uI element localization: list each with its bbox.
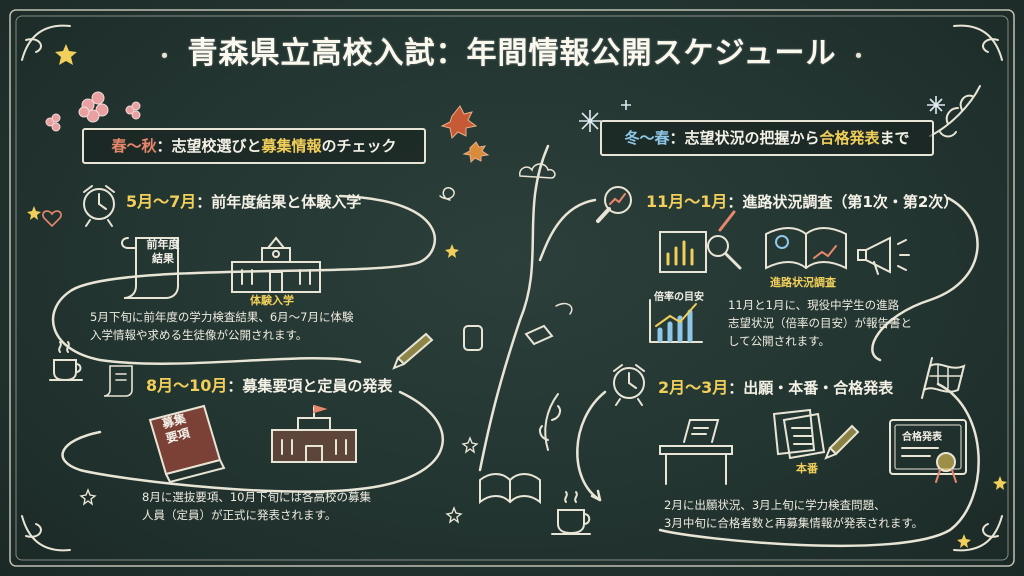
step-title: ：出願・本番・合格発表 — [728, 379, 894, 397]
cherry-blossom-icon — [45, 91, 141, 132]
right-season: 冬～春 — [624, 129, 670, 147]
corner-flourish-icon — [21, 24, 71, 61]
step-description: 8月に選抜要項、10月下旬には各高校の募集 人員（定員）が正式に発表されます。 — [142, 488, 371, 524]
pencil-icon — [392, 332, 434, 370]
heart-icon — [42, 210, 62, 228]
step-description: 2月に出願状況、3月上旬に学力検査問題、 3月中旬に合格者数と再募集情報が発表さ… — [664, 496, 923, 532]
school-building-icon — [231, 236, 321, 293]
left-season: 春～秋 — [111, 137, 157, 155]
central-curve — [478, 144, 550, 472]
snowflake-icon — [579, 96, 945, 132]
step-title: ：募集要項と定員の発表 — [227, 377, 393, 395]
desc-line: 2月に出願状況、3月上旬に学力検査問題、 — [664, 498, 886, 512]
alarm-clock-icon — [613, 364, 645, 406]
ratio-guide-label: 倍率の目安 — [654, 292, 704, 303]
left-heading-suffix: のチェック — [321, 137, 397, 155]
bar-chart-icon — [659, 210, 742, 273]
school-building-icon — [271, 405, 357, 463]
certificate-label: 合格発表 — [902, 432, 942, 443]
eraser-icon — [524, 324, 554, 346]
book-icon — [148, 404, 226, 484]
open-book-icon — [479, 473, 541, 505]
step-period: 2月～3月 — [658, 378, 729, 397]
report-book-icon — [765, 227, 847, 270]
scroll-text-1: 前年度 — [146, 238, 180, 251]
open-school-label: 体験入学 — [250, 294, 294, 307]
desc-line: 11月と1月に、現役中学生の進路 — [728, 298, 900, 312]
step-aug-oct-heading: 8月～10月：募集要項と定員の発表 — [146, 372, 392, 396]
step-period: 8月～10月 — [146, 376, 228, 395]
desc-line: 3月中旬に合格者数と再募集情報が発表されます。 — [664, 516, 924, 530]
step-description: 11月と1月に、現役中学生の進路 志望状況（倍率の目安）が報告書と して公開され… — [728, 296, 912, 350]
test-papers-icon — [772, 408, 826, 460]
scroll-icon — [121, 237, 179, 299]
cloud-icon — [519, 163, 556, 179]
coffee-cup-icon — [551, 491, 591, 535]
megaphone-icon — [857, 236, 910, 275]
corner-flourish-icon — [953, 24, 1003, 61]
timeline-path — [70, 194, 437, 292]
desc-line: して公開されます。 — [728, 334, 831, 348]
left-heading-prefix: ：志望校選びと — [156, 137, 262, 155]
alarm-clock-icon — [83, 185, 115, 227]
scroll-text-2: 結果 — [152, 252, 174, 265]
step-title: ：前年度結果と体験入学 — [196, 193, 362, 211]
coffee-cup-icon — [49, 341, 83, 382]
corner-flourish-icon — [953, 515, 1003, 552]
right-heading-emph: 合格発表 — [819, 129, 880, 147]
right-heading-suffix: まで — [879, 129, 910, 147]
title-dot: ・ — [154, 44, 176, 68]
bar-chart-icon — [649, 299, 703, 343]
desc-line: 5月下旬に前年度の学力検査結果、6月～7月に体験 — [90, 310, 354, 324]
corner-flourish-icon — [21, 515, 71, 552]
twig-icon — [539, 393, 561, 451]
desc-line: 入学情報や求める生徒像が公開されます。 — [90, 328, 308, 342]
maple-leaf-icon — [440, 105, 490, 164]
left-section-heading: 春～秋：志望校選びと募集情報のチェック — [82, 128, 426, 164]
board-border — [9, 9, 1015, 567]
certificate-icon — [889, 419, 967, 483]
magnifier-icon — [596, 186, 632, 223]
pencil-icon — [824, 424, 860, 460]
desc-line: 8月に選抜要項、10月下旬には各高校の募集 — [142, 490, 371, 504]
right-section-heading: 冬～春：志望状況の把握から合格発表まで — [600, 120, 934, 156]
chalk-mug-icon — [463, 325, 483, 351]
page-title: ・青森県立高校入試：年間情報公開スケジュール・ — [0, 28, 1024, 72]
step-description: 5月下旬に前年度の学力検査結果、6月～7月に体験 入学情報や求める生徒像が公開さ… — [90, 308, 353, 344]
star-icon — [27, 44, 1007, 548]
step-may-july-heading: 5月～7月：前年度結果と体験入学 — [126, 188, 361, 212]
star-icon — [79, 436, 479, 524]
step-period: 5月～7月 — [126, 192, 197, 211]
title-dot: ・ — [848, 44, 870, 68]
step-period: 11月～1月 — [646, 192, 728, 211]
step-title: ：進路状況調査（第1次・第2次） — [727, 193, 959, 211]
desc-line: 志望状況（倍率の目安）が報告書と — [728, 316, 912, 330]
left-heading-emph: 募集情報 — [261, 137, 322, 155]
step-nov-jan-heading: 11月～1月：進路状況調査（第1次・第2次） — [646, 188, 958, 212]
right-heading-prefix: ：志望状況の把握から — [669, 129, 820, 147]
survey-label: 進路状況調査 — [770, 276, 836, 289]
step-feb-mar-heading: 2月～3月：出願・本番・合格発表 — [658, 374, 893, 398]
scroll-label: 前年度 結果 — [146, 238, 180, 266]
title-text: 青森県立高校入試：年間情報公開スケジュール — [187, 36, 837, 71]
checkered-flag-icon — [921, 357, 966, 399]
exam-day-label: 本番 — [796, 462, 818, 475]
twig-icon — [929, 85, 981, 138]
desk-icon — [659, 419, 733, 485]
desc-line: 人員（定員）が正式に発表されます。 — [142, 508, 337, 522]
scroll-icon — [103, 365, 133, 397]
